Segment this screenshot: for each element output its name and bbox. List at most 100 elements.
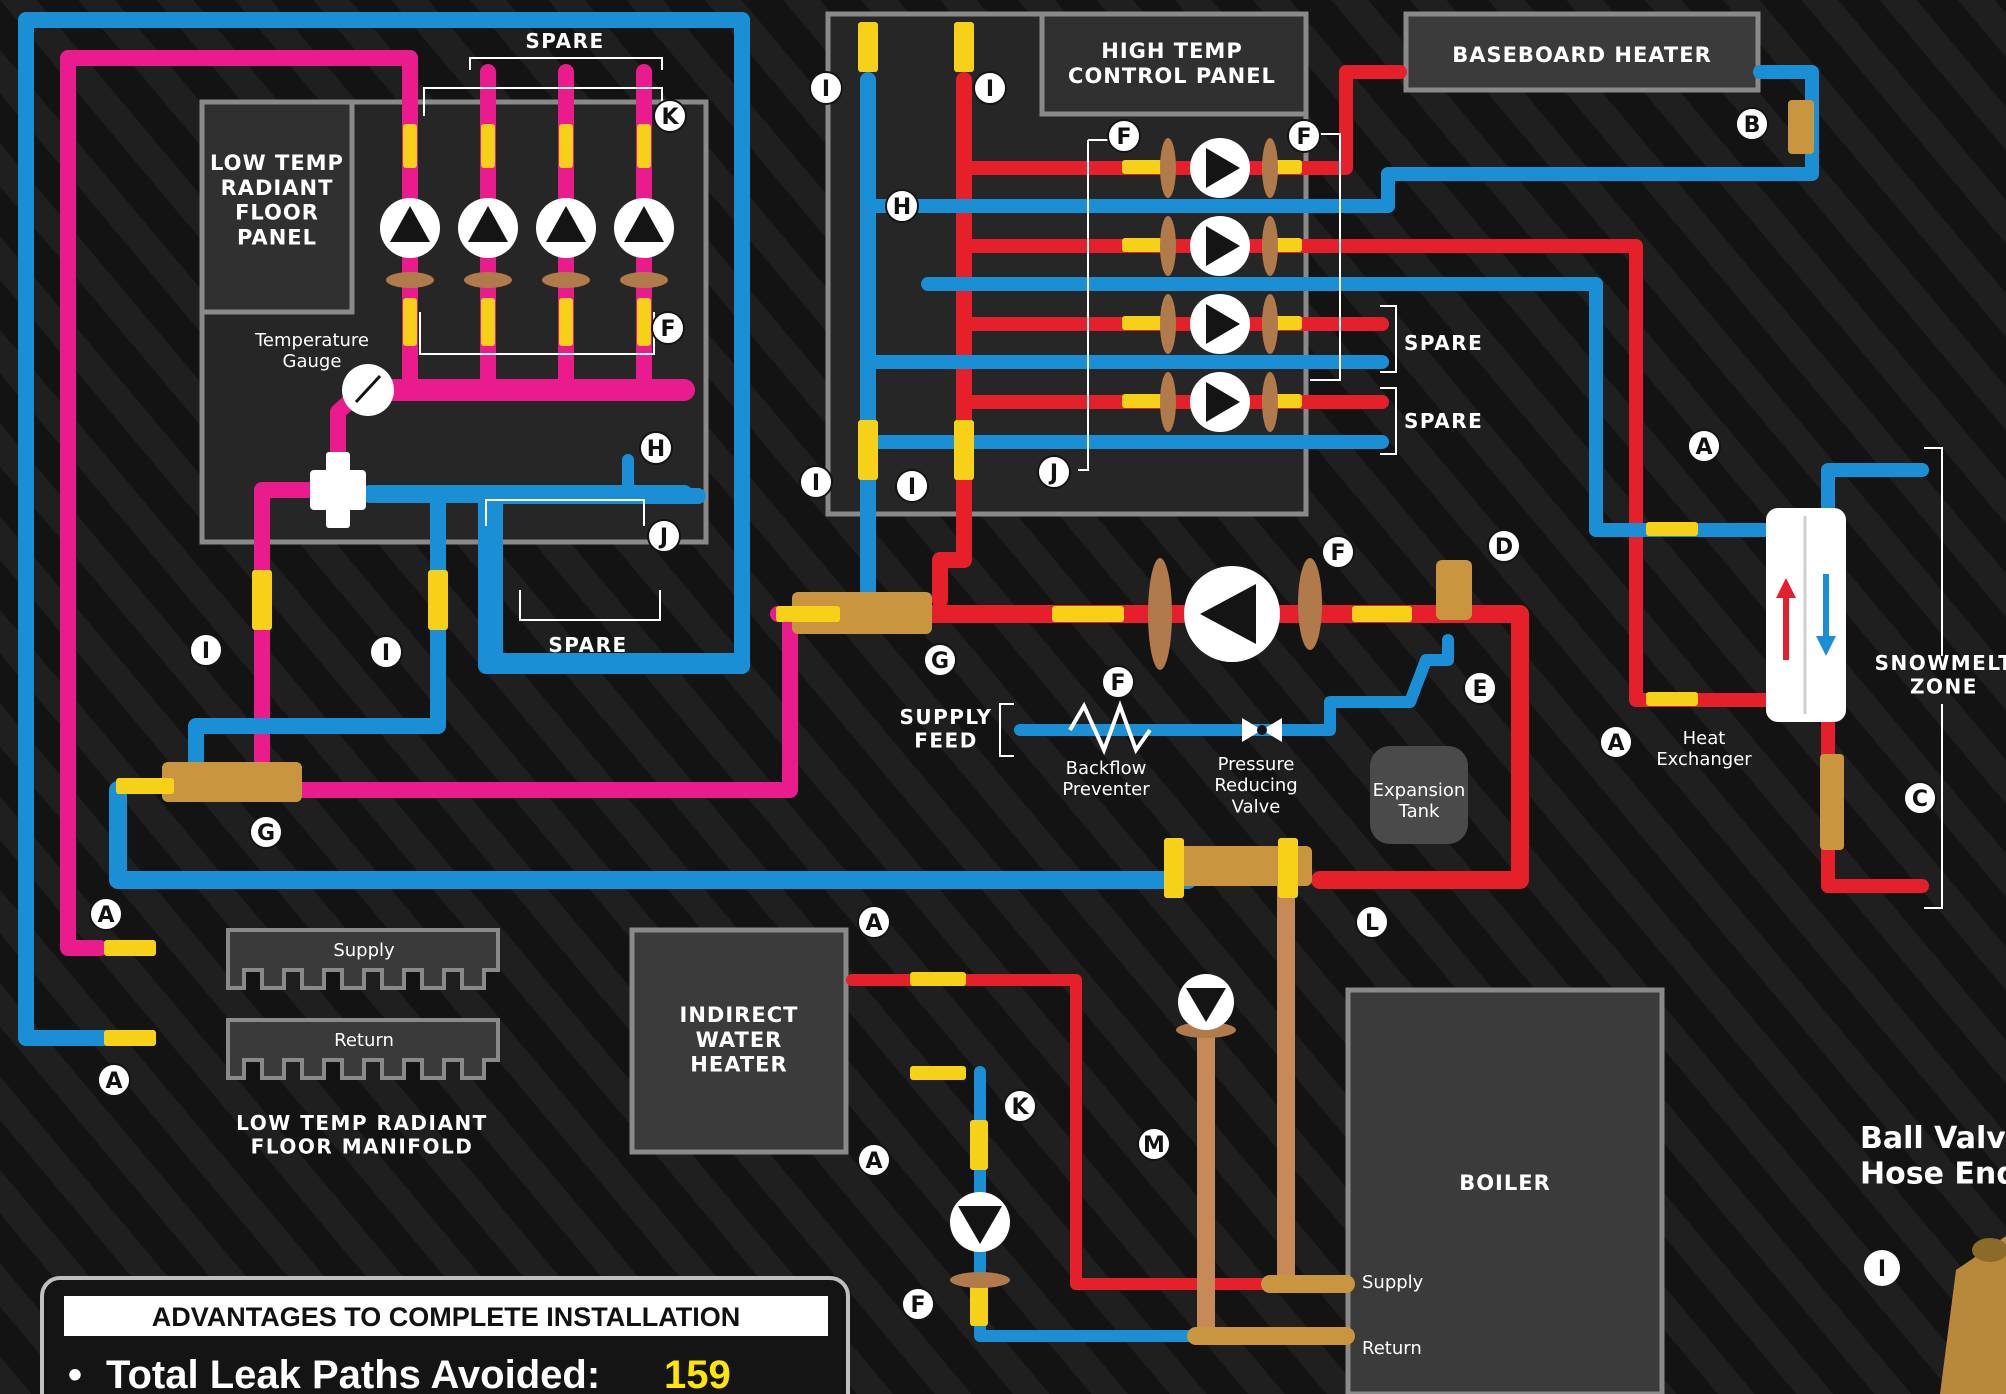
manifold-return-label: Return: [334, 1030, 394, 1051]
side-panel-badge: I: [1864, 1250, 1900, 1286]
svg-text:F: F: [1116, 125, 1131, 150]
svg-text:G: G: [257, 821, 275, 846]
pump-low-4: [614, 198, 674, 258]
svg-text:K: K: [1011, 1095, 1029, 1120]
badge-d-air-separator: D: [1487, 529, 1521, 563]
svg-text:I: I: [822, 77, 830, 102]
pipe-supply-feed: [1014, 634, 1454, 736]
svg-text:A: A: [97, 903, 114, 928]
svg-text:I: I: [382, 641, 390, 666]
svg-text:J: J: [1048, 461, 1058, 486]
pump-low-3: [536, 198, 596, 258]
svg-text:A: A: [1695, 435, 1712, 460]
badge-k-iwh: K: [1003, 1089, 1037, 1123]
svg-text:K: K: [661, 105, 679, 130]
boiler-supply-label: Supply: [1362, 1272, 1424, 1293]
badge-k-low: K: [653, 99, 687, 133]
svg-text:I: I: [908, 475, 916, 500]
svg-text:I: I: [812, 471, 820, 496]
pipe-snowmelt-return: [1821, 463, 1929, 527]
svg-text:I: I: [202, 639, 210, 664]
badge-m-boiler: M: [1137, 1127, 1171, 1161]
svg-text:F: F: [1296, 125, 1311, 150]
svg-text:M: M: [1143, 1133, 1165, 1158]
pipe-outer-return: [18, 12, 750, 1046]
fitting-l: [1172, 846, 1312, 886]
svg-text:H: H: [893, 195, 911, 220]
svg-text:A: A: [1607, 731, 1624, 756]
mixing-valve: [310, 452, 366, 528]
heat-exchanger: [1766, 508, 1846, 722]
svg-text:I: I: [986, 77, 994, 102]
advantages-line-label: Total Leak Paths Avoided:: [106, 1353, 600, 1394]
advantages-line-value: 159: [664, 1353, 731, 1394]
badge-f-high-2: F: [1287, 119, 1321, 153]
badge-a-manifold-bottom: A: [97, 1063, 131, 1097]
pipe-main-return: [109, 781, 1197, 889]
brass-fittings: [162, 100, 1844, 886]
svg-text:F: F: [1330, 541, 1345, 566]
pump-high-2: [1190, 216, 1250, 276]
svg-text:F: F: [910, 1293, 925, 1318]
svg-text:B: B: [1744, 113, 1761, 138]
svg-text:A: A: [865, 1149, 882, 1174]
temperature-gauge: [342, 364, 394, 416]
badge-l-boiler: L: [1355, 905, 1389, 939]
svg-text:C: C: [1912, 787, 1928, 812]
boiler-title: BOILER: [1459, 1171, 1551, 1195]
badge-a-iwh-bottom: A: [857, 1143, 891, 1177]
fitting-g-main: [792, 592, 932, 634]
svg-text:A: A: [105, 1069, 122, 1094]
badge-f-main-pump: F: [1321, 535, 1355, 569]
badge-f-high-1: F: [1107, 119, 1141, 153]
badge-a-manifold-top: A: [89, 897, 123, 931]
svg-text:F: F: [660, 317, 675, 342]
pump-flanges: [386, 138, 1322, 1288]
pump-main: [1184, 566, 1280, 662]
svg-text:E: E: [1472, 677, 1487, 702]
badge-h-high: H: [885, 189, 919, 223]
manifold-return: Return: [226, 1018, 500, 1080]
side-panel-valve-image: [1940, 1236, 2006, 1394]
badge-a-iwh-top: A: [857, 905, 891, 939]
pump-high-4: [1190, 372, 1250, 432]
advantages-title: ADVANTAGES TO COMPLETE INSTALLATION: [152, 1302, 741, 1332]
badge-j-high: J: [1037, 455, 1071, 489]
svg-text:L: L: [1365, 911, 1379, 936]
boiler-return-label: Return: [1362, 1338, 1422, 1359]
svg-text:A: A: [865, 911, 882, 936]
svg-text:F: F: [1110, 671, 1125, 696]
badge-i-3: I: [799, 465, 833, 499]
baseboard-heater: BASEBOARD HEATER: [1403, 11, 1761, 93]
svg-text:D: D: [1495, 535, 1513, 560]
badge-f-iwh: F: [901, 1287, 935, 1321]
spare-top-label: SPARE: [525, 29, 604, 53]
snowmelt-valve: [1820, 754, 1844, 850]
badge-h-low: H: [639, 431, 673, 465]
badge-b-baseboard: B: [1735, 107, 1769, 141]
badge-i-6: I: [369, 635, 403, 669]
manifold-supply: Supply: [226, 928, 500, 990]
badge-j-low: J: [647, 519, 681, 553]
badge-g-left: G: [249, 815, 283, 849]
badge-a-hx-bottom: A: [1599, 725, 1633, 759]
badge-i-5: I: [189, 633, 223, 667]
badge-e-expansion: E: [1463, 671, 1497, 705]
pipe-outer-supply: [60, 50, 418, 956]
spare-high-1-label: SPARE: [1404, 331, 1483, 355]
baseboard-title: BASEBOARD HEATER: [1452, 43, 1712, 67]
spare-low-label: SPARE: [548, 633, 627, 657]
pump-boiler: [1178, 974, 1234, 1030]
air-separator: [1436, 560, 1472, 620]
pump-iwh: [950, 1192, 1010, 1252]
